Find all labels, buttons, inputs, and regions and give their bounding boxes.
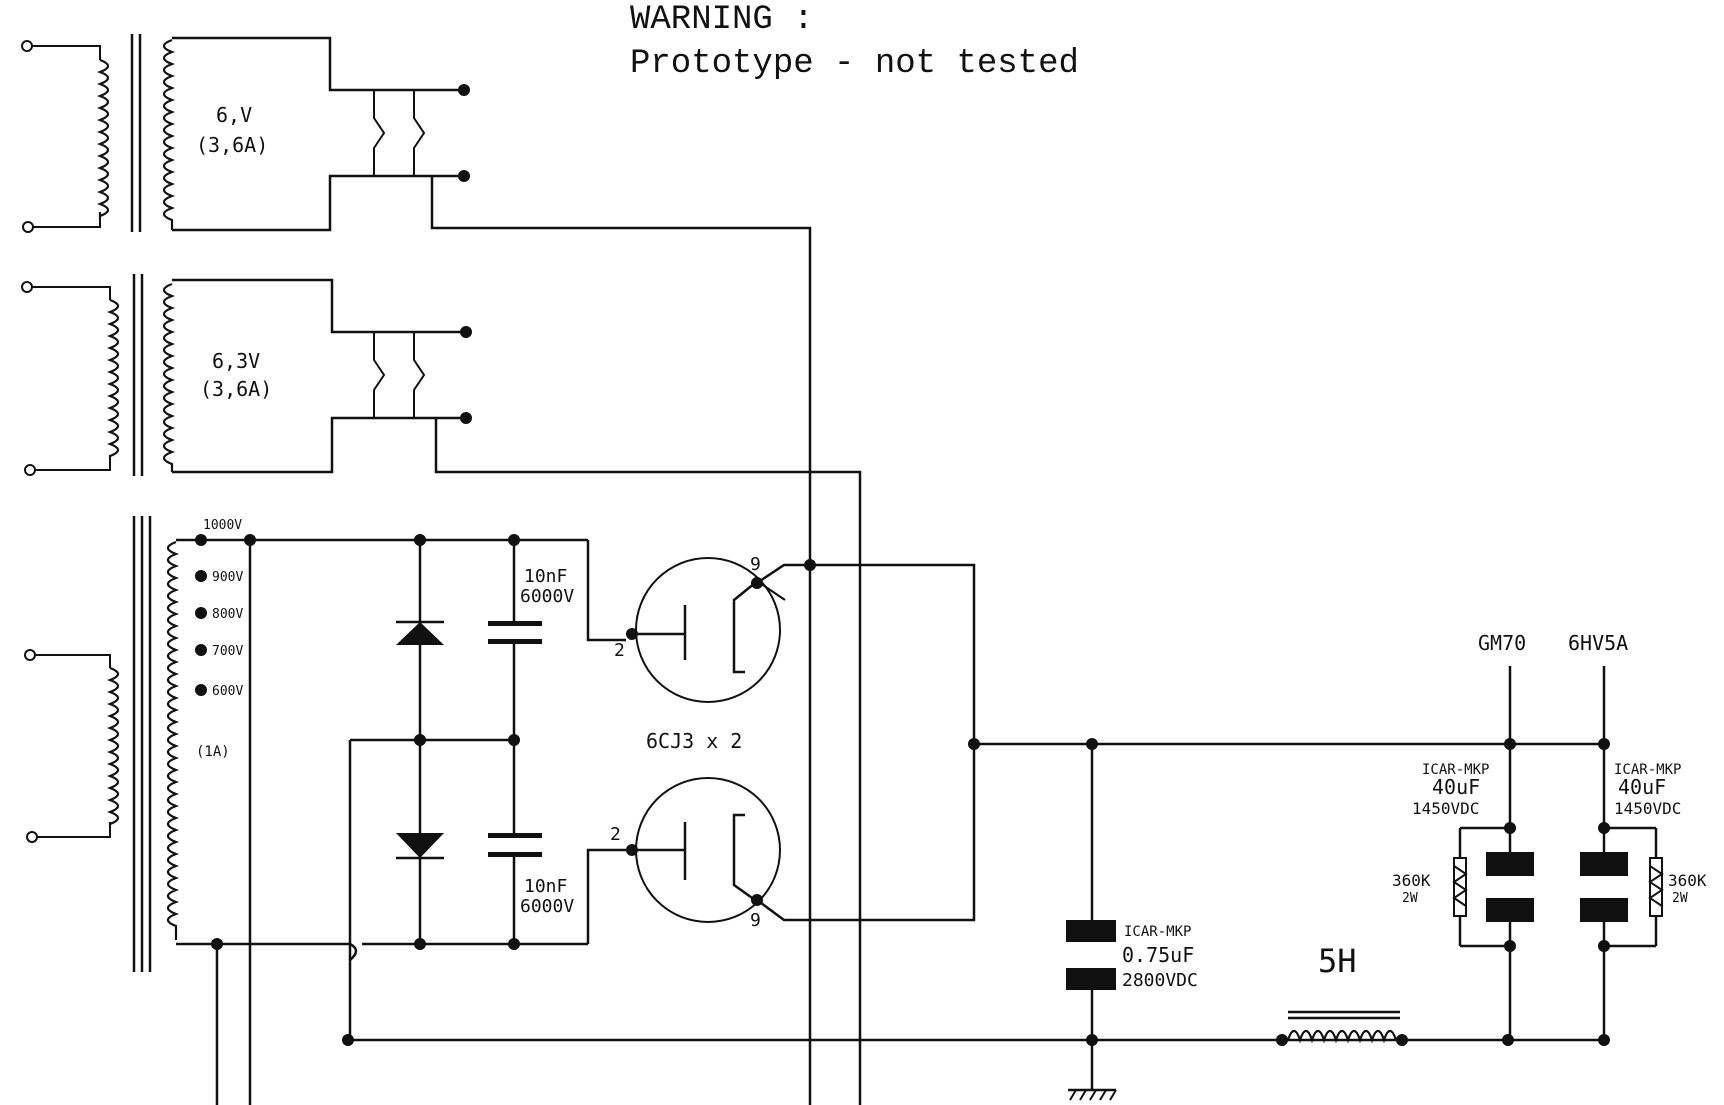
cap-gm70-voltage: 1450VDC xyxy=(1412,799,1479,818)
cap-6hv5a-voltage: 1450VDC xyxy=(1614,799,1681,818)
voltage-doubler: 10nF 6000V 10nF 6000V xyxy=(200,534,626,1040)
primary-terminal xyxy=(22,221,34,233)
filament-output-node xyxy=(458,84,470,96)
cap-input-voltage: 2800VDC xyxy=(1122,970,1198,991)
node xyxy=(508,534,520,546)
filament-output-node xyxy=(460,326,472,338)
cap-6hv5a-value: 40uF xyxy=(1618,775,1666,799)
res-right-power: 2W xyxy=(1672,891,1688,906)
hv-transformer: 1000V 900V 800V 700V 600V (1A) xyxy=(24,516,358,1105)
choke-value: 5H xyxy=(1318,942,1357,980)
filament-output-node xyxy=(460,412,472,424)
output-gm70-label: GM70 xyxy=(1478,631,1526,655)
diode-bottom xyxy=(396,833,444,858)
cap-gm70-type: ICAR-MKP xyxy=(1422,762,1489,778)
rectifier-tube-top: 2 9 xyxy=(614,554,786,703)
node xyxy=(804,559,816,571)
t1-current-label: (3,6A) xyxy=(196,133,268,157)
cap-input-value: 0.75uF xyxy=(1122,943,1194,967)
res-left-value: 360K xyxy=(1392,871,1431,890)
primary-winding xyxy=(106,298,120,458)
secondary-winding xyxy=(162,282,176,472)
cap-6hv5a-type: ICAR-MKP xyxy=(1614,762,1681,778)
tap-node xyxy=(195,684,207,696)
cap-bottom-value: 10nF xyxy=(524,876,567,897)
primary-terminal xyxy=(21,40,33,52)
warning-subtitle: Prototype - not tested xyxy=(630,45,1079,83)
capacitor-0-75uf: ICAR-MKP 0.75uF 2800VDC xyxy=(1066,744,1198,1040)
primary-winding xyxy=(96,58,110,218)
tap-1000v-label: 1000V xyxy=(203,518,242,533)
capacitor-40uf-6hv5a: ICAR-MKP 40uF 1450VDC 360K 2W xyxy=(1580,744,1707,1040)
primary-terminal xyxy=(26,831,38,843)
tap-700v-label: 700V xyxy=(212,644,243,659)
res-right-value: 360K xyxy=(1668,871,1707,890)
tap-800v-label: 800V xyxy=(212,607,243,622)
pin-label: 2 xyxy=(614,640,625,661)
cap-gm70-value: 40uF xyxy=(1432,775,1480,799)
tap-node xyxy=(195,644,207,656)
node xyxy=(414,734,426,746)
node xyxy=(414,938,426,950)
warning-title: WARNING : xyxy=(630,1,814,39)
rectifier-tube-bottom: 2 9 xyxy=(610,777,781,931)
primary-terminal xyxy=(21,281,33,293)
node xyxy=(508,734,520,746)
pin-label: 9 xyxy=(750,910,761,931)
tap-node xyxy=(195,570,207,582)
filament-output-node xyxy=(458,170,470,182)
t2-current-label: (3,6A) xyxy=(200,377,272,401)
capacitor-10nf-top xyxy=(488,621,542,644)
pin-label: 9 xyxy=(750,554,761,575)
capacitor-40uf-gm70: ICAR-MKP 40uF 1450VDC 360K 2W xyxy=(1392,744,1534,1040)
filament-transformer-1: 6,V (3,6A) xyxy=(21,34,812,1105)
cap-input-type: ICAR-MKP xyxy=(1124,924,1191,940)
diode-top xyxy=(396,622,444,645)
secondary-winding xyxy=(166,540,180,940)
tube-type-label: 6CJ3 x 2 xyxy=(646,729,742,753)
capacitor-10nf-bottom xyxy=(488,833,542,857)
output-6hv5a-label: 6HV5A xyxy=(1568,631,1628,655)
tap-900v-label: 900V xyxy=(212,570,243,585)
cap-top-voltage: 6000V xyxy=(520,586,574,607)
ground-icon xyxy=(1068,1040,1117,1101)
tap-node xyxy=(195,607,207,619)
primary-terminal xyxy=(24,649,36,661)
node xyxy=(414,534,426,546)
cap-top-value: 10nF xyxy=(524,566,567,587)
node xyxy=(508,938,520,950)
t1-voltage-label: 6,V xyxy=(216,103,252,127)
tap-600v-label: 600V xyxy=(212,684,243,699)
pin-label: 2 xyxy=(610,824,621,845)
choke-5h: 5H xyxy=(1276,942,1408,1046)
t3-current-label: (1A) xyxy=(196,744,230,760)
res-left-power: 2W xyxy=(1402,891,1418,906)
primary-terminal xyxy=(24,464,36,476)
primary-winding xyxy=(106,666,120,826)
secondary-winding xyxy=(162,38,176,230)
filament-transformer-2: 6,3V (3,6A) xyxy=(21,274,862,1105)
t2-voltage-label: 6,3V xyxy=(212,349,260,373)
cap-bottom-voltage: 6000V xyxy=(520,896,574,917)
